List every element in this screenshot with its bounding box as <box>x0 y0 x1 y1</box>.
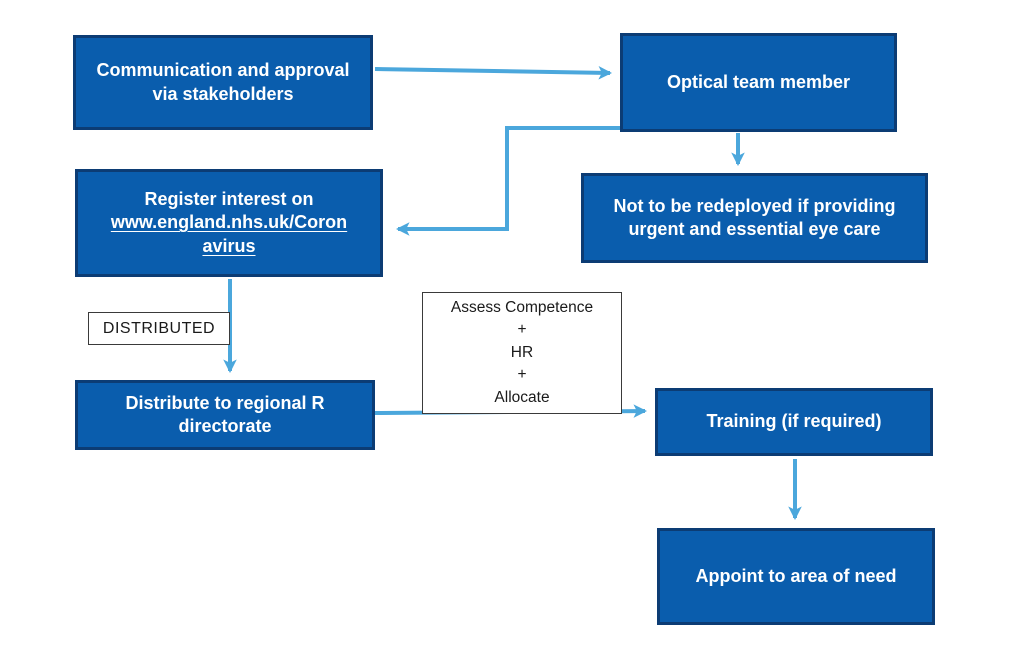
node-training-if-required: Training (if required) <box>655 388 933 456</box>
assess-line-5: Allocate <box>494 388 550 406</box>
assess-line-1: Assess Competence <box>450 298 594 316</box>
node-appoint-to-area-label: Appoint to area of need <box>695 565 897 586</box>
assess-line-2: + <box>517 321 527 339</box>
node-distribute-regional: Distribute to regional R directorate <box>75 380 375 450</box>
node-communication-approval: Communication and approval via stakehold… <box>73 35 373 130</box>
distributed-status-text: DISTRIBUTED <box>102 319 216 337</box>
node-optical-team-member-label: Optical team member <box>666 71 851 92</box>
distributed-status-label: DISTRIBUTED <box>88 312 230 345</box>
node-distribute-regional-label: Distribute to regional R directorate <box>125 392 325 436</box>
register-url-link-line2[interactable]: avirus <box>202 235 256 256</box>
register-url-link-line1[interactable]: www.england.nhs.uk/Coron <box>110 212 348 233</box>
node-register-interest: Register interest on www.england.nhs.uk/… <box>75 169 383 277</box>
assess-competence-label: Assess Competence + HR + Allocate <box>422 292 622 414</box>
node-not-to-be-redeployed-label: Not to be redeployed if providing urgent… <box>613 195 896 239</box>
node-training-if-required-label: Training (if required) <box>706 411 882 432</box>
register-intro-text: Register interest on <box>144 188 314 209</box>
assess-line-3: HR <box>510 343 534 361</box>
assess-line-4: + <box>517 366 527 384</box>
node-optical-team-member: Optical team member <box>620 33 897 132</box>
assess-competence-lines: Assess Competence + HR + Allocate <box>451 297 593 409</box>
node-register-interest-label: Register interest on www.england.nhs.uk/… <box>111 188 347 258</box>
connector-communication-to-optical <box>374 66 613 80</box>
node-appoint-to-area: Appoint to area of need <box>657 528 935 625</box>
node-communication-approval-label: Communication and approval via stakehold… <box>96 60 350 104</box>
connector-optical-to-register <box>395 126 620 236</box>
node-not-to-be-redeployed: Not to be redeployed if providing urgent… <box>581 173 928 263</box>
